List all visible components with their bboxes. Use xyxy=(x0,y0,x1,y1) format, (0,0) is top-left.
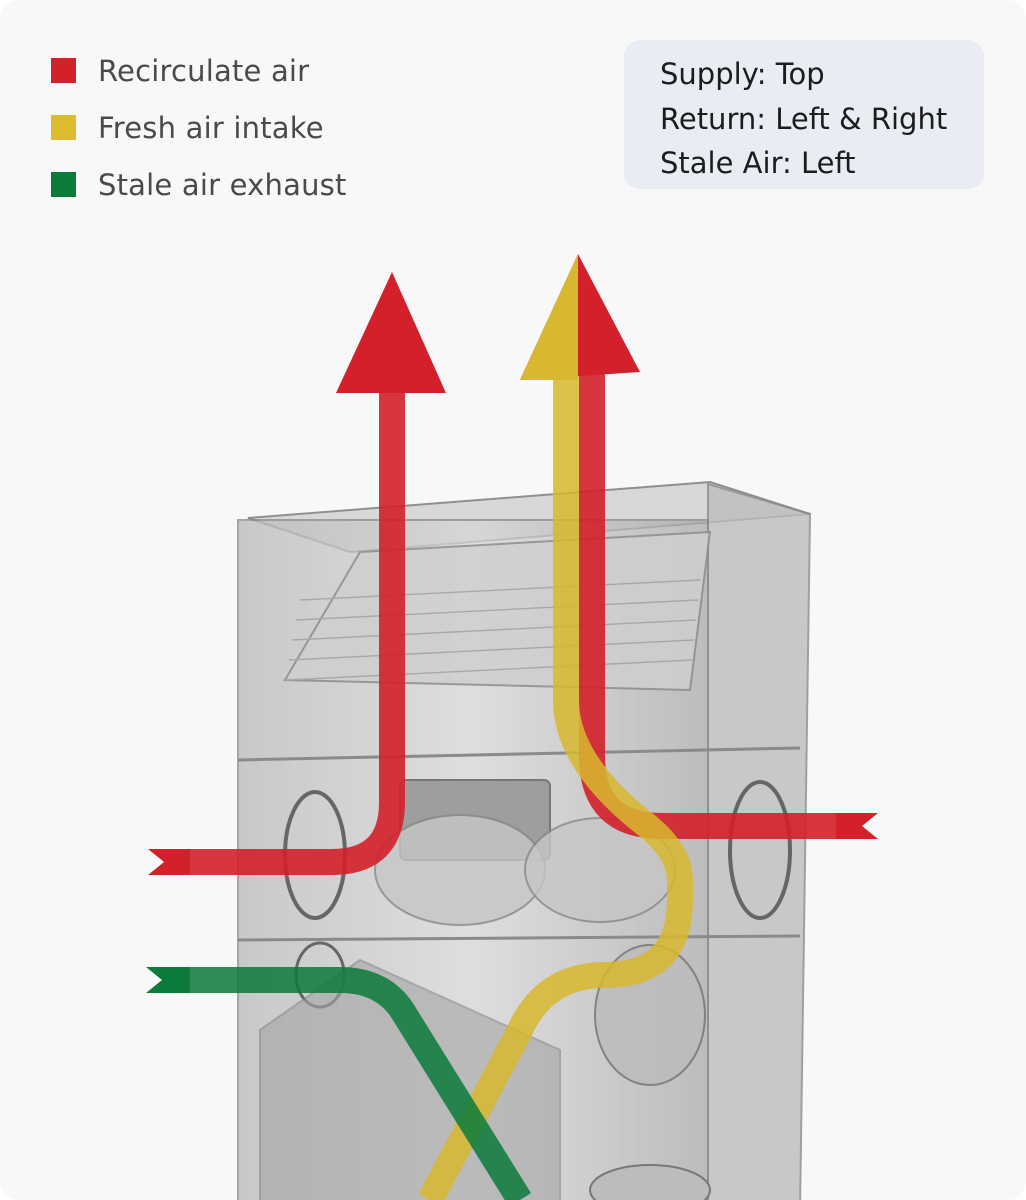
cabinet-side xyxy=(707,482,812,1200)
shelf-middle xyxy=(237,934,801,942)
info-box: Supply: Top Return: Left & Right Stale A… xyxy=(624,40,984,189)
legend-label: Stale air exhaust xyxy=(98,167,347,202)
legend-label: Fresh air intake xyxy=(98,110,324,145)
stale-path xyxy=(180,967,532,1200)
legend-item-fresh: Fresh air intake xyxy=(51,99,347,156)
recirculate-notch-left xyxy=(148,849,190,875)
legend: Recirculate air Fresh air intake Stale a… xyxy=(51,42,347,213)
recirculate-swatch-icon xyxy=(51,58,76,83)
stale-airflow xyxy=(146,967,532,1200)
shelf-upper xyxy=(237,746,801,762)
stale-swatch-icon xyxy=(51,172,76,197)
stale-notch xyxy=(146,967,190,993)
fresh-arrow-head xyxy=(520,254,578,380)
duct-collar-right xyxy=(728,780,792,920)
fresh-airflow xyxy=(418,254,693,1200)
fresh-path xyxy=(418,370,693,1200)
recirculate-path-left xyxy=(180,390,405,875)
fresh-swatch-icon xyxy=(51,115,76,140)
legend-item-recirculate: Recirculate air xyxy=(51,42,347,99)
recirculate-arrow-left-head xyxy=(336,272,446,393)
recirculate-notch-right xyxy=(836,813,878,839)
info-return: Return: Left & Right xyxy=(660,101,948,136)
legend-label: Recirculate air xyxy=(98,53,310,88)
legend-item-stale: Stale air exhaust xyxy=(51,156,347,213)
cabinet xyxy=(237,480,812,1200)
bottom-fan xyxy=(589,1164,711,1200)
coil-fins xyxy=(285,579,701,681)
info-supply: Supply: Top xyxy=(660,57,825,91)
info-stale-air: Stale Air: Left xyxy=(660,146,856,180)
